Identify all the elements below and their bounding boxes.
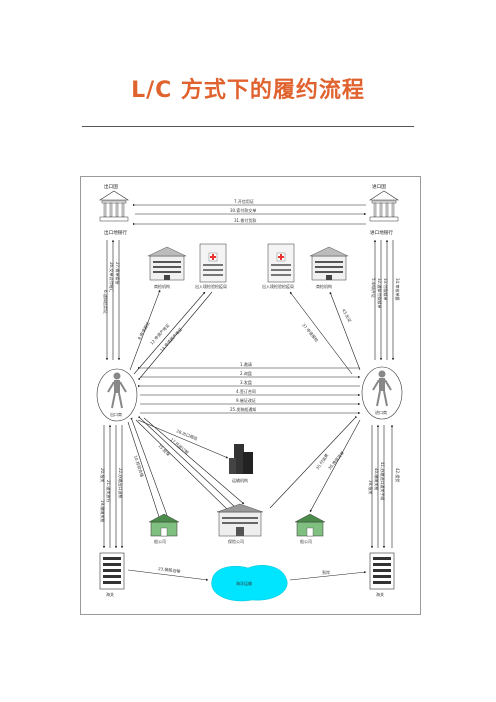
commerce-exp-label: 出入境检验检疫局	[195, 283, 227, 289]
flow-9: 9.催证改证	[236, 397, 256, 403]
shipping-exp-icon	[148, 513, 180, 537]
importer-bank-icon	[368, 190, 400, 222]
commerce-exp-icon	[199, 243, 227, 283]
flow-32: 32.通知付款赎单	[377, 278, 383, 308]
inspection-imp-icon	[309, 246, 349, 281]
flow-26: 26.交单议付结汇	[109, 262, 115, 292]
flow-25: 25.发装船通知	[230, 406, 256, 412]
flow-30: 30.索付款交单	[230, 207, 256, 213]
importer-bank-label: 进口地银行	[370, 229, 393, 236]
customs-imp-label: 海关	[376, 591, 384, 597]
flow-1: 1.邀请	[240, 361, 252, 367]
insurance-icon	[216, 503, 264, 537]
commerce-imp-icon	[267, 243, 295, 283]
exporter-person-icon	[96, 368, 138, 422]
ocean-label: 海洋运输	[236, 580, 252, 586]
flow-8: 8.申请报检	[136, 320, 151, 340]
shipping-imp-label: 船公司	[300, 538, 312, 544]
transport-icon	[229, 444, 253, 474]
flow-41: 41.办理进口通关手续	[380, 462, 386, 500]
title-rule	[82, 126, 414, 127]
flow-39: 39.报关	[368, 480, 374, 494]
shipping-exp-label: 船公司	[154, 538, 166, 544]
flow-42: 42.提货	[395, 468, 401, 482]
flow-17: 17.托运订舱	[169, 436, 190, 455]
flow-3: 3.发盘	[240, 379, 252, 385]
customs-imp-icon	[369, 552, 395, 590]
flow-21: 21.通关放行	[106, 480, 112, 502]
flow-7: 7.开信用证	[234, 198, 254, 204]
exporter-country-label: 出口国	[104, 183, 118, 190]
flow-10: 10.检验合格	[133, 454, 146, 477]
flow-37: 37.申请报检	[301, 322, 320, 343]
flow-33: 33.付款赎单	[383, 278, 389, 300]
flow-31: 31.拨付货款	[234, 217, 256, 223]
flow-15: 15.投保	[157, 442, 171, 456]
importer-label: 进口商	[375, 409, 387, 415]
insurance-label: 保险公司	[228, 538, 244, 544]
flow-2: 2.询盘	[240, 370, 252, 376]
flow-43: 43.出证	[341, 308, 353, 323]
flow-5: 5.申请开证	[371, 278, 377, 298]
customs-exp-icon	[99, 552, 125, 590]
exporter-bank-icon	[98, 190, 130, 222]
flow-34: 34.审核单据	[395, 278, 401, 300]
flow-4: 4.签订合同	[236, 388, 256, 394]
commerce-imp-label: 出入境检验检疫局	[262, 283, 294, 289]
transport-label: 运输机构	[232, 477, 248, 483]
flow-22: 22.办理出口退税	[118, 468, 124, 498]
flow-28: 28.出口报运	[176, 427, 199, 441]
ocean-shape	[211, 565, 288, 602]
flow-19: 19.缴纳关税	[100, 500, 106, 522]
inspection-imp-label: 商检机构	[316, 283, 332, 289]
inspection-exp-icon	[147, 246, 187, 281]
importer-person-icon	[361, 366, 403, 420]
flow-40: 40.缴纳关税	[374, 468, 380, 490]
flow-36: 36.换提货单	[326, 450, 345, 471]
importer-country-label: 进口国	[372, 183, 386, 190]
flow-6: 6.通知信用证	[103, 290, 109, 314]
flow-20: 20.报关	[100, 468, 106, 482]
shipping-imp-icon	[294, 513, 326, 537]
exporter-bank-label: 出口地银行	[104, 229, 127, 236]
flow-23: 23.装船运输	[158, 565, 181, 574]
inspection-exp-label: 商检机构	[154, 283, 170, 289]
customs-exp-label: 海关	[106, 591, 114, 597]
exporter-label: 出口商	[110, 411, 122, 417]
flow-arrive: 到岸	[322, 569, 330, 575]
flow-27: 27.寄单索偿	[115, 262, 121, 284]
page-title: L/C 方式下的履约流程	[131, 78, 365, 103]
